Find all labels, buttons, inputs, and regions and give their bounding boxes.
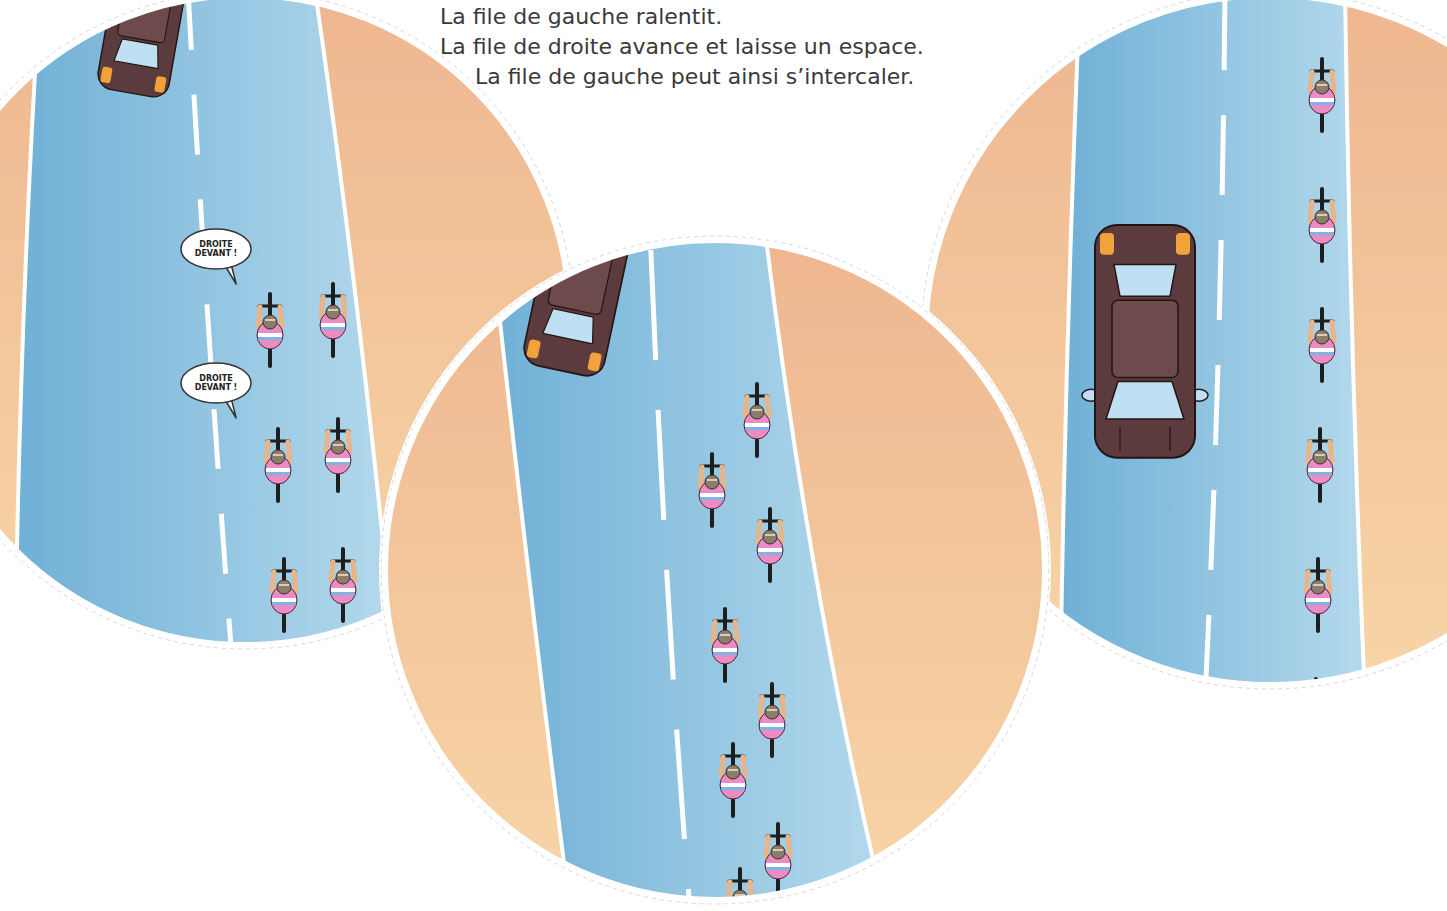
cyclist [720, 742, 746, 818]
speech-bubble: DROITE DEVANT ! [180, 362, 252, 404]
cyclist [271, 557, 297, 633]
car [510, 171, 651, 381]
speech-bubble: DROITE DEVANT ! [180, 228, 252, 270]
speech-text: DROITE DEVANT ! [189, 374, 243, 392]
instruction-text: La file de gauche peut ainsi s’intercale… [475, 64, 914, 90]
cyclist [765, 822, 791, 898]
car [86, 0, 205, 101]
cyclist [1303, 677, 1329, 753]
cyclist [257, 292, 283, 368]
bubble-ellipse [181, 363, 251, 403]
scene-middle [370, 171, 1070, 911]
cyclist [699, 452, 725, 528]
road [15, 0, 395, 660]
road-edge [1345, 0, 1365, 700]
center-line [650, 230, 690, 910]
instruction-text: La file de gauche ralentit. [440, 4, 722, 30]
cyclist [1309, 187, 1335, 263]
cyclist [330, 547, 356, 623]
cyclist [1305, 557, 1331, 633]
cyclist [1309, 307, 1335, 383]
car [1082, 225, 1208, 458]
bubble-ellipse [181, 229, 251, 269]
cyclist [757, 507, 783, 583]
cyclist [1309, 57, 1335, 133]
cyclist [265, 427, 291, 503]
road-edge [1060, 0, 1080, 700]
cyclist [712, 607, 738, 683]
cyclist [759, 682, 785, 758]
verge [370, 230, 1070, 911]
cyclist [727, 867, 753, 911]
cyclist [325, 417, 351, 493]
road-edge [765, 230, 885, 910]
frame-circle [385, 240, 1045, 900]
center-line [188, 0, 232, 660]
cyclist [1307, 427, 1333, 503]
cyclist [744, 382, 770, 458]
speech-text: DROITE DEVANT ! [189, 240, 243, 258]
cyclist [320, 282, 346, 358]
frame-circle [381, 236, 1049, 904]
road [1060, 0, 1365, 700]
center-line [1205, 0, 1225, 700]
instruction-text: La file de droite avance et laisse un es… [440, 34, 924, 60]
